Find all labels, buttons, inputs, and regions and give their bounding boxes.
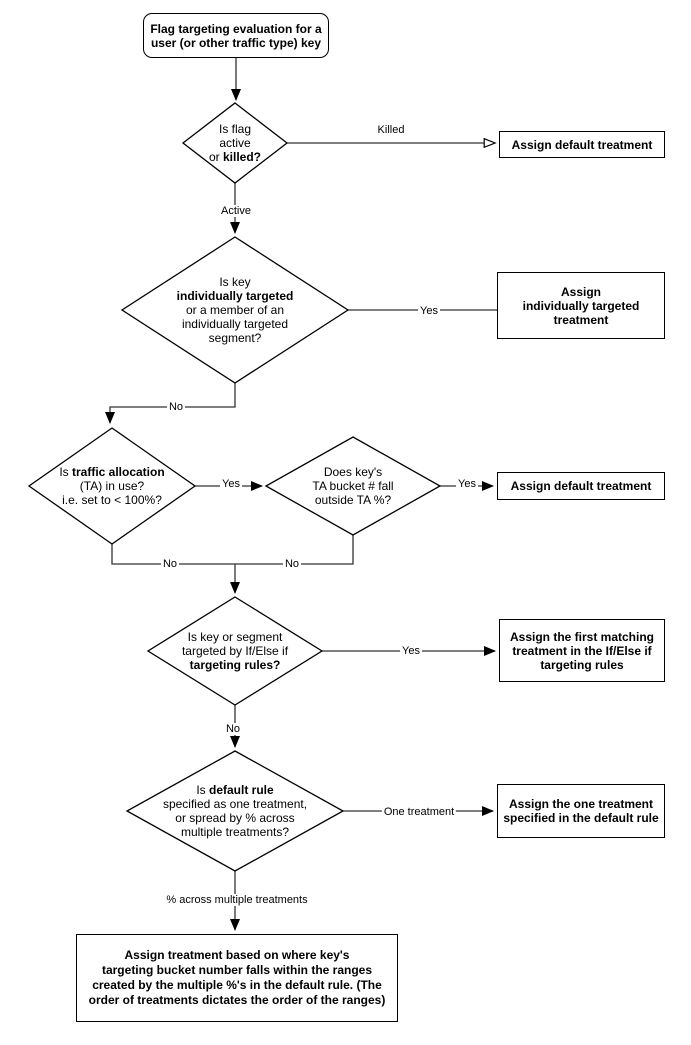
- decision-flag-active-shape: [181, 102, 289, 184]
- edge-no-ta-merge: [111, 544, 235, 565]
- edge-label-pct-across: % across multiple treatments: [164, 894, 310, 906]
- box-assign-default-treatment-ta: Assign default treatment: [497, 472, 665, 500]
- edge-label-yes-ta: Yes: [220, 478, 242, 490]
- edge-label-no-outside: No: [282, 558, 302, 570]
- box-assign-default-treatment-killed: Assign default treatment: [499, 131, 665, 158]
- decision-ta-bucket-shape: [264, 436, 442, 536]
- edge-label-one-treatment: One treatment: [381, 806, 457, 818]
- edge-label-no-rules: No: [223, 723, 243, 735]
- decision-default-rule-shape: [125, 750, 345, 872]
- edge-label-no-ta: No: [160, 558, 180, 570]
- edge-label-yes-individual: Yes: [418, 305, 440, 317]
- decision-targeting-rules-shape: [146, 596, 324, 706]
- edge-label-active: Active: [219, 205, 253, 217]
- edge-label-no-individual: No: [166, 401, 186, 413]
- edge-no-outside-merge: [235, 535, 354, 565]
- edge-label-yes-rules: Yes: [400, 645, 422, 657]
- decision-individually-targeted-shape: [120, 236, 350, 384]
- edge-label-yes-outside: Yes: [456, 478, 478, 490]
- decision-traffic-allocation-shape: [27, 427, 197, 545]
- edge-label-killed: Killed: [375, 124, 407, 136]
- decision-traffic-allocation-text: Is traffic allocation(TA) in use?i.e. se…: [59, 465, 165, 507]
